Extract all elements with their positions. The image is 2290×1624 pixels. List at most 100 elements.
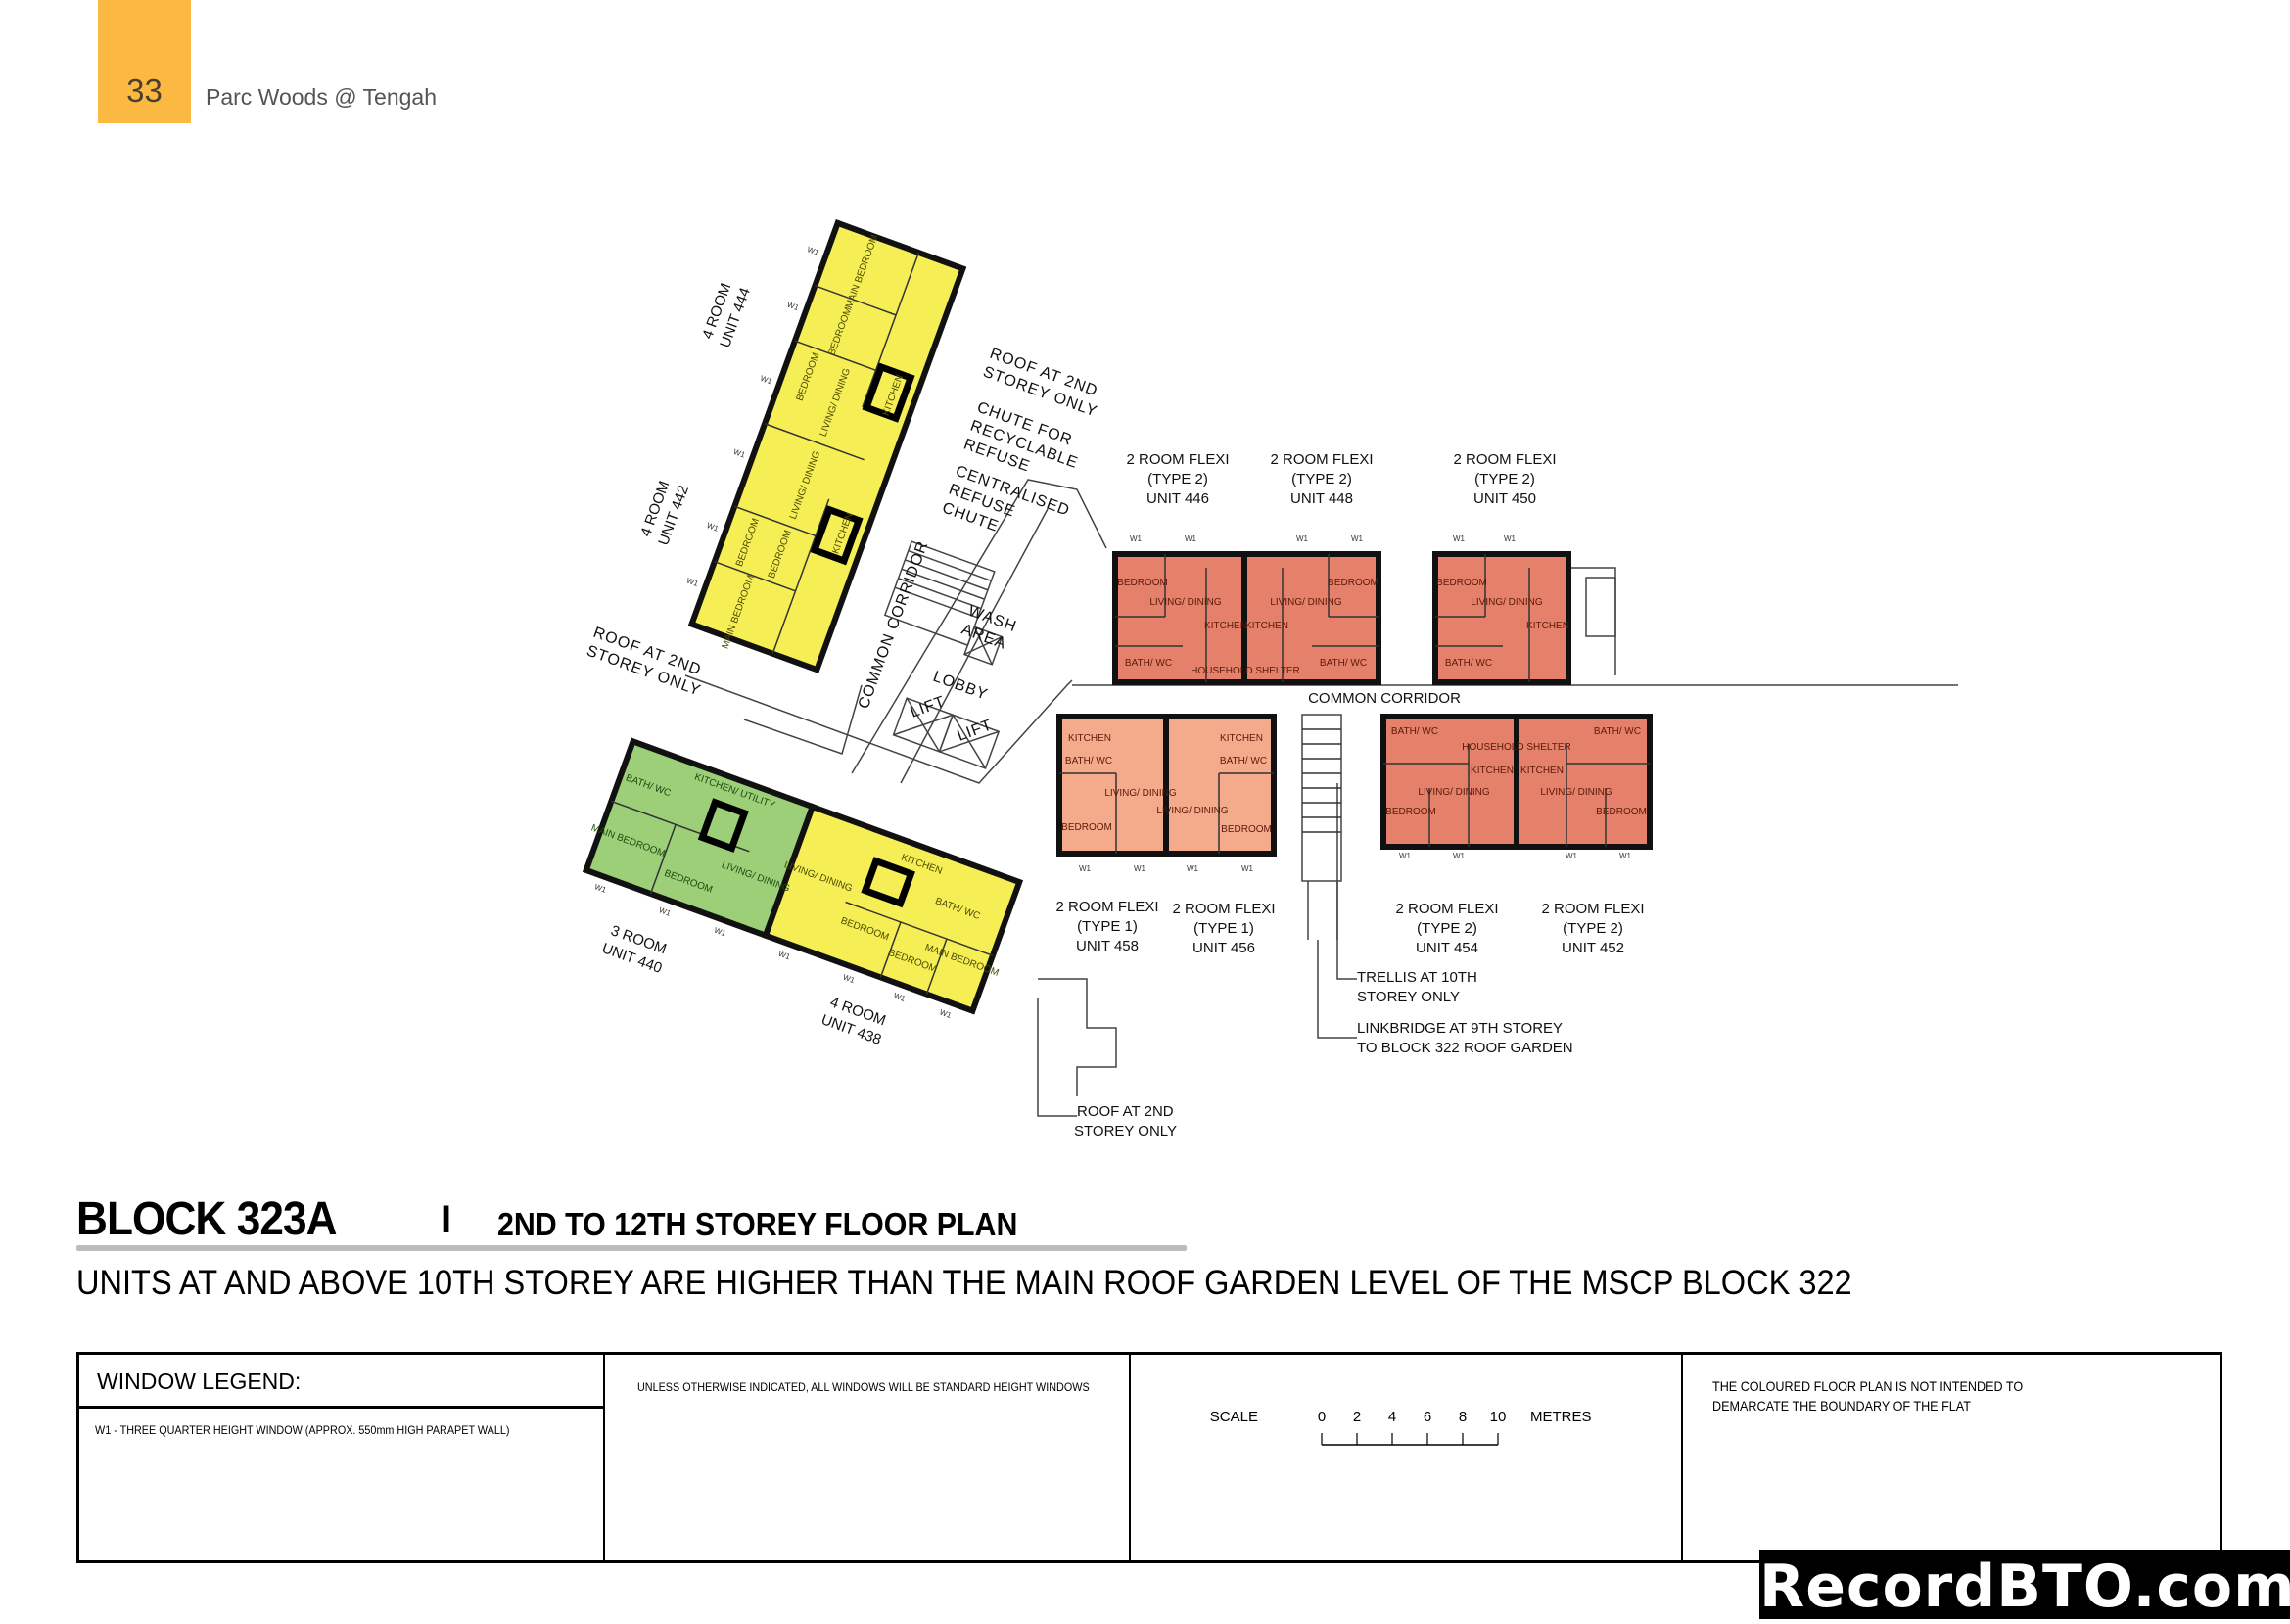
unit-type-label: 2 ROOM FLEXI (1541, 901, 1644, 917)
unit-subtype-label: (TYPE 2) (1474, 471, 1535, 487)
annotation-linkbridge: TO BLOCK 322 ROOF GARDEN (1357, 1040, 1573, 1056)
window-tag: W1 (1187, 864, 1199, 873)
legend-divider (79, 1406, 605, 1409)
room-label: BATH/ WC (1594, 726, 1641, 737)
room-label: BEDROOM (1385, 807, 1436, 817)
window-tag: W1 (1079, 864, 1092, 873)
unit-subtype-label: (TYPE 2) (1291, 471, 1352, 487)
room-label: LIVING/ DINING (1471, 597, 1543, 608)
window-tag: W1 (706, 521, 721, 534)
room-label: BATH/ WC (1445, 658, 1492, 669)
room-label: BATH/ WC (1220, 756, 1267, 766)
scale-tick-label: 8 (1459, 1409, 1467, 1425)
window-tag: W1 (842, 973, 857, 986)
unit-type-label: 2 ROOM FLEXI (1395, 901, 1498, 917)
unit-number-label: UNIT 452 (1562, 940, 1624, 956)
floor-plan: MAIN BEDROOM BEDROOM BEDROOM LIVING/ DIN… (582, 219, 1958, 1139)
unit-438-floor (762, 803, 1024, 1015)
unit-type-label: 2 ROOM FLEXI (1172, 901, 1275, 917)
window-tag: W1 (1504, 534, 1517, 543)
plan-title: 2ND TO 12TH STOREY FLOOR PLAN (497, 1206, 1018, 1242)
unit-subtype-label: (TYPE 1) (1077, 918, 1138, 935)
window-tag: W1 (1399, 852, 1412, 860)
room-label: BEDROOM (1061, 822, 1112, 833)
room-label: BEDROOM (1436, 578, 1487, 588)
unit-450-floor (1432, 551, 1571, 685)
room-label: BATH/ WC (1125, 658, 1172, 669)
room-label: KITCHEN (1220, 733, 1263, 744)
room-label: LIVING/ DINING (1149, 597, 1222, 608)
unit-458-floor (1056, 714, 1169, 857)
room-label: BATH/ WC (1391, 726, 1438, 737)
window-tag: W1 (658, 905, 673, 918)
annotation-roof-bottom: STOREY ONLY (1074, 1123, 1177, 1139)
scale-unit: METRES (1530, 1409, 1591, 1425)
title-separator: I (441, 1198, 452, 1241)
scale-tick-label: 10 (1490, 1409, 1507, 1425)
legend-table: WINDOW LEGEND: W1 - THREE QUARTER HEIGHT… (76, 1352, 2222, 1563)
window-tag: W1 (593, 882, 608, 895)
annotation-linkbridge: LINKBRIDGE AT 9TH STOREY (1357, 1020, 1563, 1037)
annotation-lift: LIFT (909, 693, 948, 721)
scale-tick-label: 4 (1388, 1409, 1396, 1425)
room-label: BATH/ WC (1065, 756, 1112, 766)
unit-subtype-label: (TYPE 2) (1147, 471, 1208, 487)
room-label: KITCHEN (1526, 621, 1569, 631)
window-tag: W1 (892, 991, 907, 1003)
room-label: KITCHEN (1068, 733, 1111, 744)
room-label: LIVING/ DINING (1156, 806, 1229, 816)
scale-label: SCALE (1210, 1409, 1258, 1425)
unit-number-label: UNIT 456 (1192, 940, 1255, 956)
boundary-disclaimer: THE COLOURED FLOOR PLAN IS NOT INTENDED … (1712, 1378, 2024, 1414)
window-tag: W1 (1351, 534, 1364, 543)
unit-number-label: UNIT 454 (1416, 940, 1478, 956)
room-label: KITCHEN (1245, 621, 1288, 631)
unit-subtype-label: (TYPE 2) (1417, 920, 1477, 937)
unit-number-label: UNIT 458 (1076, 938, 1139, 954)
unit-type-label: 2 ROOM FLEXI (1270, 451, 1373, 468)
window-tag: W1 (1619, 852, 1632, 860)
room-label: KITCHEN (1471, 766, 1514, 776)
window-tag: W1 (1241, 864, 1254, 873)
scale-tick-label: 2 (1353, 1409, 1361, 1425)
window-tag: W1 (732, 447, 747, 460)
room-label: BATH/ WC (1320, 658, 1367, 669)
w1-legend-entry: W1 - THREE QUARTER HEIGHT WINDOW (APPROX… (95, 1423, 510, 1437)
annotation-lift: LIFT (956, 717, 995, 745)
room-label: LIVING/ DINING (1104, 788, 1177, 799)
room-label: BEDROOM (1596, 807, 1647, 817)
room-label: KITCHEN (1520, 766, 1564, 776)
unit-type-label: 2 ROOM FLEXI (1055, 899, 1158, 915)
annotation-trellis: TRELLIS AT 10TH (1357, 969, 1477, 986)
unit-456-floor (1163, 714, 1277, 857)
annotation-trellis: STOREY ONLY (1357, 989, 1460, 1005)
page-number: 33 (126, 72, 163, 109)
document-title: Parc Woods @ Tengah (206, 84, 438, 110)
unit-type-label: 2 ROOM FLEXI (1126, 451, 1229, 468)
window-tag: W1 (1134, 864, 1146, 873)
annotation-common-corridor-vertical: COMMON CORRIDOR (856, 538, 932, 711)
unit-448-floor (1241, 551, 1381, 685)
room-label: KITCHEN (1204, 621, 1247, 631)
window-tag: W1 (806, 245, 820, 257)
legend-divider (1129, 1355, 1131, 1560)
room-label: BEDROOM (1117, 578, 1168, 588)
block-440-438: KITCHEN/ UTILITY MAIN BEDROOM BEDROOM LI… (582, 737, 1024, 1020)
unit-number-label: UNIT 448 (1290, 490, 1353, 507)
unit-type-label: 2 ROOM FLEXI (1453, 451, 1556, 468)
annotation-common-corridor: COMMON CORRIDOR (1308, 690, 1461, 707)
room-label: LIVING/ DINING (1270, 597, 1342, 608)
standard-window-note: UNLESS OTHERWISE INDICATED, ALL WINDOWS … (637, 1380, 1090, 1394)
window-tag: W1 (713, 926, 727, 939)
window-tag: W1 (1185, 534, 1197, 543)
watermark: RecordBTO.com (1759, 1550, 2290, 1621)
storey-note: UNITS AT AND ABOVE 10TH STOREY ARE HIGHE… (76, 1264, 1852, 1302)
unit-number-label: UNIT 450 (1473, 490, 1536, 507)
window-tag: W1 (685, 576, 700, 588)
room-label: LIVING/ DINING (1540, 787, 1612, 798)
annotation-roof-bottom: ROOF AT 2ND (1077, 1103, 1174, 1120)
flexi-units-top: BEDROOM LIVING/ DINING KITCHEN KITCHEN L… (1112, 534, 1571, 685)
legend-divider (603, 1355, 605, 1560)
